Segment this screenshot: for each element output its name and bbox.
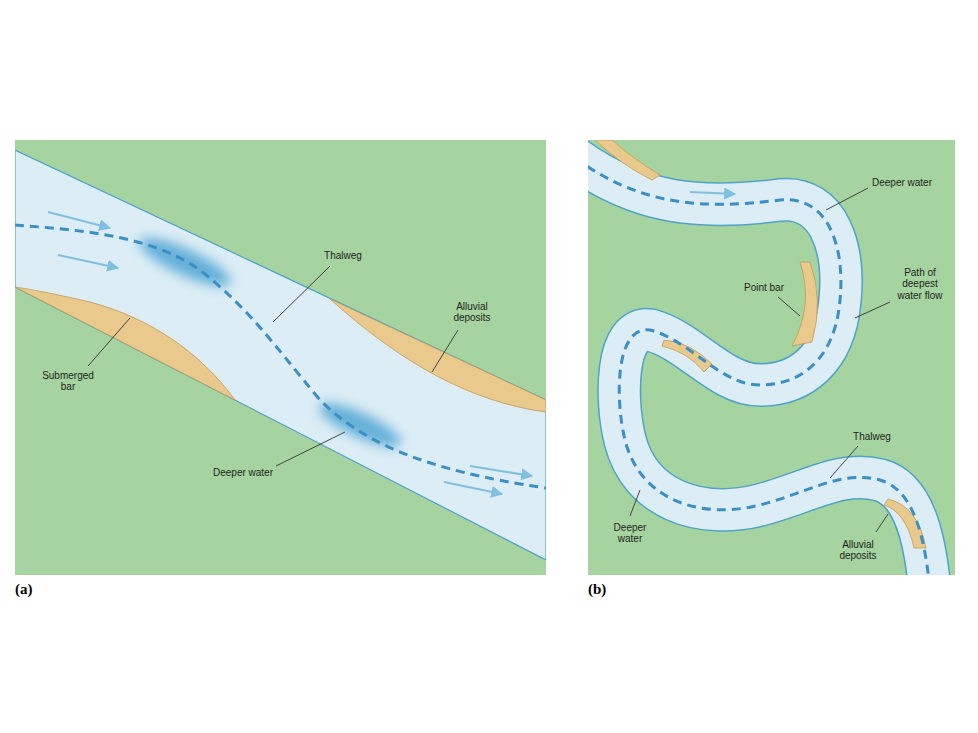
callout-label: Submerged bar	[42, 370, 94, 393]
callout-label: Deeper water	[213, 467, 273, 479]
flow-arrows	[48, 212, 532, 494]
callout-label: Thalweg	[853, 431, 891, 443]
leader-lines	[88, 188, 890, 532]
callout-label: Alluvial deposits	[832, 539, 884, 562]
callout-label: Thalweg	[324, 250, 362, 262]
alluvial-deposit	[884, 499, 926, 548]
alluvial-deposit	[330, 299, 546, 412]
flow-arrow	[690, 192, 735, 194]
meandering-channel	[588, 140, 955, 575]
point-bar	[792, 262, 818, 346]
deep-water	[134, 229, 236, 295]
callout-label: Point bar	[744, 282, 784, 294]
thalweg-line	[588, 158, 930, 575]
straight-channel	[15, 140, 546, 575]
submerged-bar	[15, 287, 235, 400]
callout-label: Deeper water	[608, 522, 652, 545]
callout-label: Alluvial deposits	[446, 301, 498, 324]
panel-letter: (a)	[15, 581, 33, 598]
alluvial-deposit	[595, 140, 660, 180]
callout-label: Path of deepest water flow	[892, 267, 948, 302]
panel-letter: (b)	[588, 581, 606, 598]
callout-label: Deeper water	[872, 177, 932, 189]
alluvial-deposit	[662, 340, 712, 372]
deep-water	[314, 395, 406, 455]
thalweg-line	[15, 225, 546, 488]
